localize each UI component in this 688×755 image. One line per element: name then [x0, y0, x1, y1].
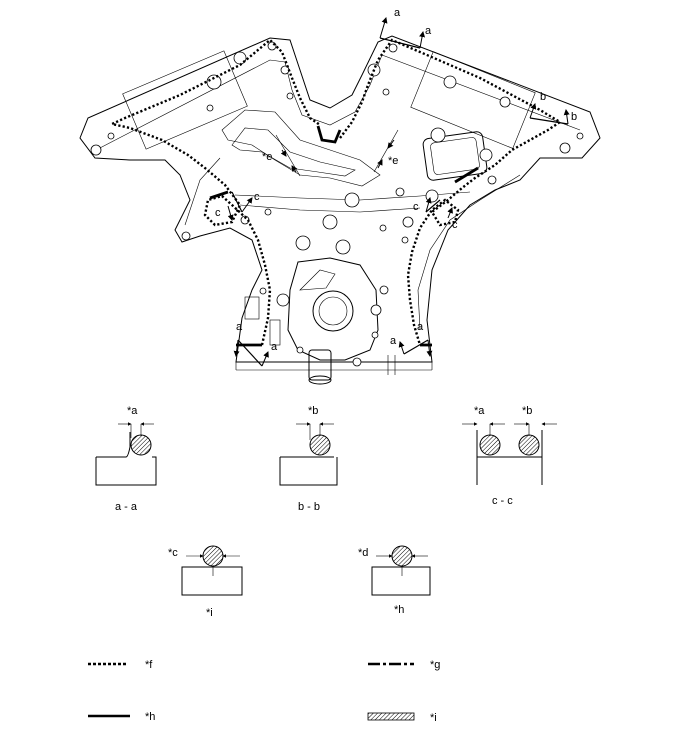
detail-left-dim: *c — [168, 547, 178, 559]
svg-text:c: c — [215, 207, 221, 219]
svg-text:a: a — [390, 335, 397, 347]
detail-right-dim: *d — [358, 547, 368, 559]
sealant-bead-left — [108, 38, 321, 346]
svg-text:*e: *e — [262, 151, 272, 163]
sealant-bead-right — [339, 38, 563, 346]
legend-hatched-label: *i — [430, 712, 437, 724]
svg-text:b: b — [540, 91, 546, 103]
svg-text:c: c — [254, 191, 260, 203]
detail-right-caption: *h — [394, 604, 404, 616]
section-c-dim-right: *b — [522, 405, 532, 417]
section-b-caption: b - b — [298, 501, 320, 513]
section-c-dim-left: *a — [474, 405, 485, 417]
legend-solid-label: *h — [145, 711, 155, 723]
section-b-dim: *b — [308, 405, 318, 417]
svg-text:a: a — [394, 7, 401, 19]
section-a-a: *a a - a — [95, 405, 157, 513]
detail-left-caption: *i — [206, 607, 213, 619]
legend-dotted-label: *f — [145, 659, 153, 671]
cover-outline — [79, 35, 601, 363]
section-c-caption: c - c — [492, 495, 513, 507]
dimension-e-right: *e — [373, 129, 398, 173]
timing-cover-view: a a b b c c c c a a — [79, 7, 601, 385]
section-a-caption: a - a — [115, 501, 138, 513]
legend-hatched-swatch — [367, 712, 415, 721]
svg-text:a: a — [425, 25, 432, 37]
svg-text:a: a — [236, 321, 243, 333]
section-marker-b: b b — [529, 91, 577, 125]
section-marker-a-top: a a — [379, 7, 432, 49]
svg-text:b: b — [571, 111, 577, 123]
svg-text:c: c — [452, 219, 458, 231]
svg-text:a: a — [271, 341, 278, 353]
detail-right: *d *h — [358, 545, 431, 616]
legend-dash-dot-label: *g — [430, 659, 440, 671]
section-a-dim: *a — [127, 405, 138, 417]
svg-text:c: c — [413, 201, 419, 213]
section-marker-c-left: c c — [215, 191, 260, 221]
section-marker-c-right: c c — [413, 197, 458, 231]
detail-left: *c *i — [168, 545, 243, 619]
section-marker-a-right: a a — [390, 321, 433, 357]
section-c-c: *a *b c - c — [462, 405, 557, 507]
svg-text:a: a — [417, 321, 424, 333]
dimension-e-left: *e — [262, 134, 301, 177]
svg-text:*e: *e — [388, 155, 398, 167]
section-b-b: *b b - b — [279, 405, 338, 513]
section-marker-a-left: a a — [233, 321, 278, 367]
legend: *f *g *h *i — [88, 659, 440, 724]
